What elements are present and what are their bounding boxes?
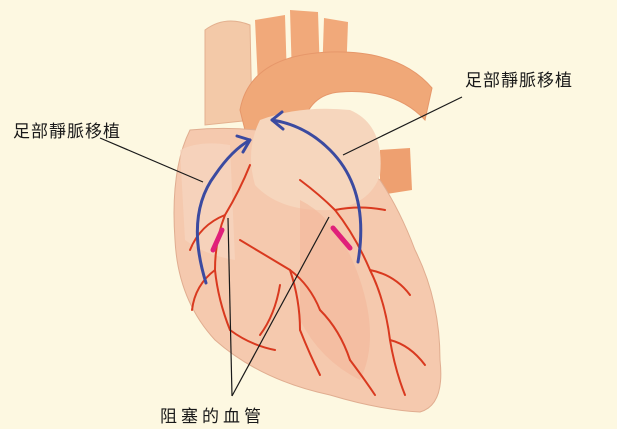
label-blocked-vessels: 阻塞的血管	[160, 402, 265, 427]
label-right-graft: 足部靜脈移植	[465, 66, 573, 91]
label-left-graft: 足部靜脈移植	[13, 117, 121, 142]
pulmonary-trunk	[251, 109, 381, 210]
